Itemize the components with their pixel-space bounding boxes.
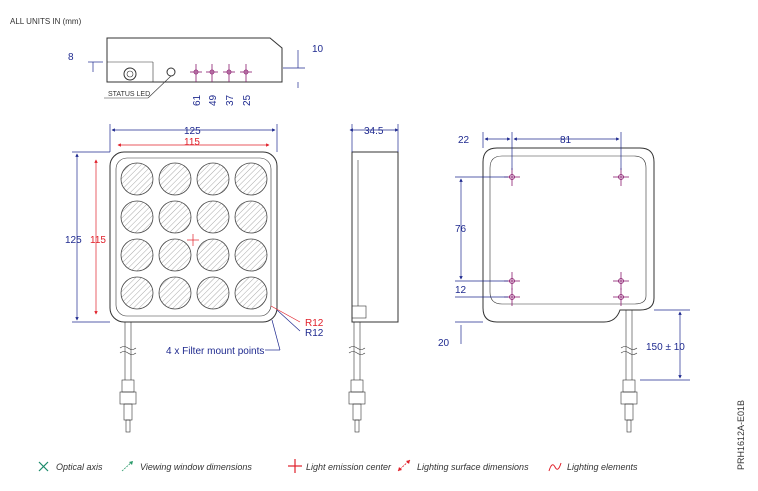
lens-element <box>196 200 230 234</box>
cable-length-dim: 150 ± 10 <box>646 342 685 353</box>
front-width-inner: 115 <box>184 137 200 148</box>
lens-element <box>158 276 192 310</box>
top-height-dim: 8 <box>68 52 74 63</box>
back-small-gap: 12 <box>455 285 467 296</box>
status-led-label: STATUS LED <box>108 91 150 98</box>
status-led-icon <box>166 67 176 77</box>
lens-element <box>120 238 154 272</box>
top-right-dim: 10 <box>312 44 324 55</box>
lens-element <box>120 276 154 310</box>
front-height-inner: 115 <box>90 235 106 246</box>
lens-element <box>196 276 230 310</box>
lens-element <box>158 200 192 234</box>
legend-lighting-surface: Lighting surface dimensions <box>417 462 529 472</box>
lens-element <box>120 200 154 234</box>
lens-element <box>234 276 268 310</box>
lens-element <box>158 162 192 196</box>
back-left-offset: 22 <box>458 135 470 146</box>
lens-element <box>120 162 154 196</box>
diagonal-arrow-icon <box>397 459 411 472</box>
front-width-outer: 125 <box>184 126 201 137</box>
filter-mount-note: 4 x Filter mount points <box>166 346 264 357</box>
cross-x-icon <box>38 461 49 472</box>
back-hole-spacing-x: 81 <box>560 135 572 146</box>
legend-viewing-window: Viewing window dimensions <box>140 462 252 472</box>
front-view: 125 115 125 115 R12 R12 4 x Filter mount… <box>65 124 324 433</box>
part-code: PRH1612A-E01B <box>736 400 746 470</box>
offset-25: 25 <box>242 94 253 106</box>
lens-element <box>196 238 230 272</box>
top-view: STATUS LED 8 10 61 49 37 25 <box>68 37 324 106</box>
back-hole-spacing-y: 76 <box>455 224 467 235</box>
back-view: 22 81 76 12 20 150 ± 10 <box>438 132 690 433</box>
side-view: 34.5 <box>348 124 399 433</box>
legend-optical-axis: Optical axis <box>56 462 103 472</box>
offset-37: 37 <box>225 94 236 106</box>
front-height-outer: 125 <box>65 235 82 246</box>
red-plus-icon <box>288 459 302 473</box>
back-bottom-offset: 20 <box>438 338 450 349</box>
lens-element <box>158 238 192 272</box>
legend-light-emission-center: Light emission center <box>306 462 392 472</box>
wave-icon <box>548 462 562 472</box>
lens-element <box>234 238 268 272</box>
diagonal-arrow-icon <box>121 460 134 472</box>
legend: Optical axis Viewing window dimensions L… <box>38 459 638 473</box>
lens-element <box>234 162 268 196</box>
offset-49: 49 <box>208 94 219 106</box>
offset-61: 61 <box>192 94 203 106</box>
lens-grid <box>120 162 268 310</box>
front-radius-red: R12 <box>305 318 324 329</box>
side-depth-dim: 34.5 <box>364 126 384 137</box>
lens-element <box>234 200 268 234</box>
units-note: ALL UNITS IN (mm) <box>10 17 82 26</box>
legend-lighting-elements: Lighting elements <box>567 462 638 472</box>
front-radius-blue: R12 <box>305 328 324 339</box>
lens-element <box>196 162 230 196</box>
